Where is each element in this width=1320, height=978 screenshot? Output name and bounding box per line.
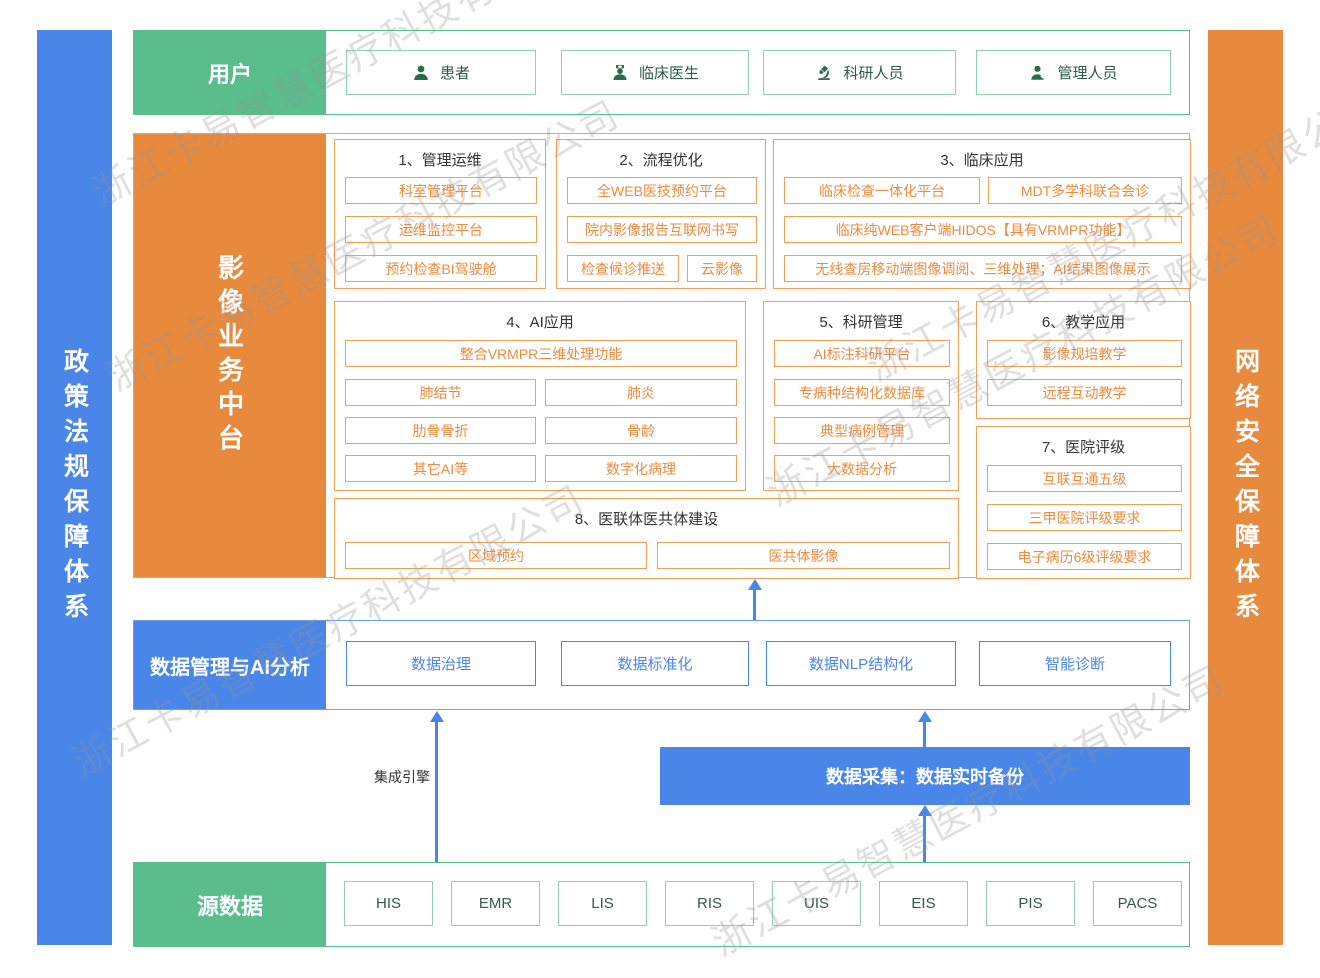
arrow-line	[435, 721, 438, 862]
network-security-label: 网络安全保障体系	[1231, 347, 1260, 628]
section-title: 5、科研管理	[819, 314, 903, 331]
platform-item: 肺结节	[345, 379, 536, 406]
section-ai-application: 4、AI应用 整合VRMPR三维处理功能 肺结节 肺炎 肋骨骨折 骨龄 其它AI…	[334, 301, 746, 491]
platform-item: 检查候诊推送	[567, 255, 679, 282]
section-clinical-application: 3、临床应用 临床检查一体化平台 MDT多学科联合会诊 临床纯WEB客户端HID…	[773, 139, 1191, 289]
platform-item: 区域预约	[345, 542, 647, 569]
user-admin-label: 管理人员	[1057, 65, 1118, 82]
source-system-uis: UIS	[772, 881, 861, 926]
doctor-icon	[611, 64, 629, 82]
section-teaching-application: 6、教学应用 影像规培教学 远程互动教学	[976, 301, 1191, 419]
data-mgmt-item: 数据标准化	[561, 641, 749, 686]
platform-item: 整合VRMPR三维处理功能	[345, 340, 737, 367]
arrow-up-icon	[918, 805, 932, 816]
section-management-ops: 1、管理运维 科室管理平台 运维监控平台 预约检查BI驾驶舱	[334, 139, 546, 289]
platform-item: 互联互通五级	[987, 465, 1182, 492]
platform-item: 运维监控平台	[345, 216, 537, 243]
platform-item: 云影像	[687, 255, 757, 282]
data-management-label: 数据管理与AI分析	[134, 621, 326, 709]
user-patient-label: 患者	[439, 65, 470, 82]
integration-engine-label: 集成引擎	[374, 769, 430, 785]
arrow-up-icon	[748, 579, 762, 590]
microscope-icon	[815, 64, 833, 82]
admin-icon	[1029, 64, 1047, 82]
platform-item: 其它AI等	[345, 455, 536, 482]
platform-item: 电子病历6级评级要求	[987, 543, 1182, 570]
user-patient: 患者	[346, 50, 536, 95]
platform-item: 三甲医院评级要求	[987, 504, 1182, 531]
user-admin: 管理人员	[976, 50, 1171, 95]
data-management-band: 数据管理与AI分析 数据治理 数据标准化 数据NLP结构化 智能诊断	[133, 620, 1190, 710]
section-medical-alliance: 8、医联体医共体建设 区域预约 医共体影像	[334, 498, 959, 579]
arrow-line	[753, 589, 756, 620]
platform-item: 临床纯WEB客户端HIDOS【具有VRMPR功能】	[784, 216, 1182, 243]
section-hospital-rating: 7、医院评级 互联互通五级 三甲医院评级要求 电子病历6级评级要求	[976, 426, 1191, 579]
users-band: 用户 患者 临床医生 科研人员 管理人员	[133, 30, 1190, 115]
data-mgmt-item: 智能诊断	[979, 641, 1171, 686]
policy-regulation-label: 政策法规保障体系	[60, 347, 89, 628]
platform-item: AI标注科研平台	[774, 340, 950, 367]
patient-icon	[412, 64, 430, 82]
section-title: 4、AI应用	[506, 314, 574, 331]
policy-regulation-bar: 政策法规保障体系	[37, 30, 112, 945]
platform-item: 骨龄	[545, 417, 737, 444]
users-band-label: 用户	[134, 31, 326, 114]
source-system-eis: EIS	[879, 881, 968, 926]
data-mgmt-item: 数据NLP结构化	[766, 641, 956, 686]
platform-item: 数字化病理	[545, 455, 737, 482]
platform-item: 影像规培教学	[987, 340, 1182, 367]
data-mgmt-item: 数据治理	[346, 641, 536, 686]
platform-item: 专病种结构化数据库	[774, 379, 950, 406]
user-clinician: 临床医生	[561, 50, 749, 95]
source-system-ris: RIS	[665, 881, 754, 926]
platform-item: MDT多学科联合会诊	[988, 177, 1182, 204]
source-system-pacs: PACS	[1093, 881, 1182, 926]
platform-item: 远程互动教学	[987, 379, 1182, 406]
source-system-emr: EMR	[451, 881, 540, 926]
imaging-platform-band: 影像业务中台 1、管理运维 科室管理平台 运维监控平台 预约检查BI驾驶舱 2、…	[133, 133, 1191, 579]
arrow-line	[923, 721, 926, 747]
platform-item: 院内影像报告互联网书写	[567, 216, 757, 243]
section-title: 7、医院评级	[1041, 439, 1126, 456]
user-researcher: 科研人员	[763, 50, 956, 95]
source-system-lis: LIS	[558, 881, 647, 926]
arrow-up-icon	[430, 711, 444, 722]
arrow-line	[923, 815, 926, 862]
platform-item: 临床检查一体化平台	[784, 177, 980, 204]
network-security-bar: 网络安全保障体系	[1208, 30, 1283, 945]
platform-item: 肺炎	[545, 379, 737, 406]
section-title: 3、临床应用	[940, 152, 1024, 169]
source-data-label: 源数据	[134, 863, 326, 946]
section-title: 6、教学应用	[1041, 314, 1126, 331]
source-system-his: HIS	[344, 881, 433, 926]
platform-item: 预约检查BI驾驶舱	[345, 255, 537, 282]
platform-item: 无线查房移动端图像调阅、三维处理；AI结果图像展示	[784, 255, 1182, 282]
data-collection-box: 数据采集：数据实时备份	[660, 747, 1190, 805]
platform-item: 肋骨骨折	[345, 417, 536, 444]
arrow-up-icon	[918, 711, 932, 722]
user-clinician-label: 临床医生	[638, 65, 699, 82]
user-researcher-label: 科研人员	[843, 65, 904, 82]
section-research-management: 5、科研管理 AI标注科研平台 专病种结构化数据库 典型病例管理 大数据分析	[763, 301, 959, 491]
section-process-optimization: 2、流程优化 全WEB医技预约平台 院内影像报告互联网书写 检查候诊推送 云影像	[556, 139, 766, 289]
platform-item: 大数据分析	[774, 455, 950, 482]
platform-item: 科室管理平台	[345, 177, 537, 204]
section-title: 8、医联体医共体建设	[574, 511, 719, 528]
section-title: 2、流程优化	[619, 152, 703, 169]
source-system-pis: PIS	[986, 881, 1075, 926]
imaging-platform-label: 影像业务中台	[134, 134, 326, 577]
source-data-band: 源数据 HIS EMR LIS RIS UIS EIS PIS PACS	[133, 862, 1190, 947]
platform-item: 医共体影像	[657, 542, 950, 569]
platform-item: 全WEB医技预约平台	[567, 177, 757, 204]
platform-item: 典型病例管理	[774, 417, 950, 444]
section-title: 1、管理运维	[398, 152, 482, 169]
